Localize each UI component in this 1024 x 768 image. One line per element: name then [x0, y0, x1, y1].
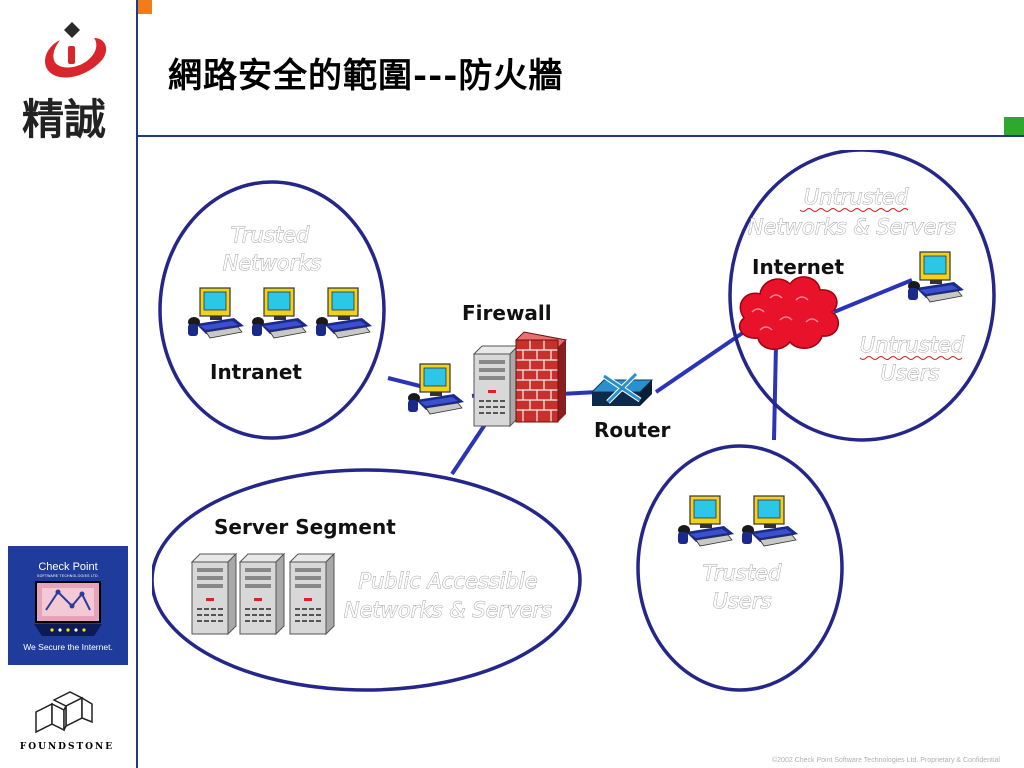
- untrusted-networks-label-line2: Networks & Servers: [748, 215, 956, 239]
- brick-wall-icon: [514, 331, 568, 423]
- spellcheck-underline: [799, 208, 909, 212]
- green-accent-square: [1004, 117, 1024, 135]
- checkpoint-name: Check Point: [38, 561, 98, 573]
- public-networks-label-line1: Public Accessible: [358, 569, 537, 593]
- server-segment-ellipse: [152, 468, 582, 692]
- public-server-icon: [289, 553, 335, 635]
- trusted-user-workstation-icon: [677, 495, 735, 547]
- internet-cloud-icon: [738, 276, 840, 350]
- checkpoint-badge: Check Point SOFTWARE TECHNOLOGIES LTD. W…: [8, 546, 128, 665]
- spellcheck-underline: [859, 356, 963, 360]
- firewall-label: Firewall: [462, 301, 552, 325]
- router-label: Router: [594, 418, 671, 442]
- logo-icon: [45, 22, 107, 78]
- public-server-icon: [239, 553, 285, 635]
- public-networks-label-line2: Networks & Servers: [344, 598, 552, 622]
- internet-zone-ellipse: [728, 150, 996, 442]
- page-title: 網路安全的範圍---防火牆: [168, 56, 564, 96]
- untrusted-user-workstation-icon: [907, 251, 965, 303]
- admin-workstation-icon: [407, 363, 465, 415]
- trusted-user-workstation-icon: [741, 495, 799, 547]
- checkpoint-monitor-icon: [34, 581, 102, 636]
- firewall-network-diagram: Trusted Networks Intranet Firewall: [152, 150, 996, 692]
- sidebar-divider: [136, 0, 138, 768]
- intranet-zone-ellipse: [158, 180, 386, 440]
- foundstone-logo-icon: [35, 691, 93, 734]
- header-divider: [136, 135, 1024, 137]
- logo-name: 精誠: [22, 95, 107, 144]
- trusted-networks-label-line1: Trusted: [231, 223, 310, 247]
- trusted-users-label-line2: Users: [713, 589, 772, 613]
- trusted-users-label-line1: Trusted: [703, 561, 782, 585]
- internet-label: Internet: [752, 255, 844, 279]
- firewall-server-icon: [473, 345, 519, 427]
- trusted-networks-label-line2: Networks: [223, 251, 322, 275]
- copyright-notice: ©2002 Check Point Software Technologies …: [772, 757, 1000, 764]
- orange-accent-square: [138, 0, 152, 14]
- connection-lines: [387, 278, 913, 476]
- intranet-label: Intranet: [210, 360, 302, 384]
- untrusted-networks-label-line1: Untrusted: [804, 185, 909, 209]
- trusted-users-zone-ellipse: [636, 444, 844, 692]
- intranet-workstation-icon: [187, 287, 245, 339]
- intranet-workstation-icon: [315, 287, 373, 339]
- checkpoint-tagline: We Secure the Internet.: [23, 642, 113, 652]
- public-server-icon: [191, 553, 237, 635]
- checkpoint-subtitle: SOFTWARE TECHNOLOGIES LTD.: [37, 574, 99, 578]
- foundstone-name: FOUNDSTONE: [19, 742, 115, 752]
- untrusted-users-label-line2: Users: [881, 361, 940, 385]
- router-icon: [590, 372, 654, 406]
- server-segment-label: Server Segment: [214, 515, 396, 539]
- untrusted-users-label-line1: Untrusted: [860, 333, 965, 357]
- intranet-workstation-icon: [251, 287, 309, 339]
